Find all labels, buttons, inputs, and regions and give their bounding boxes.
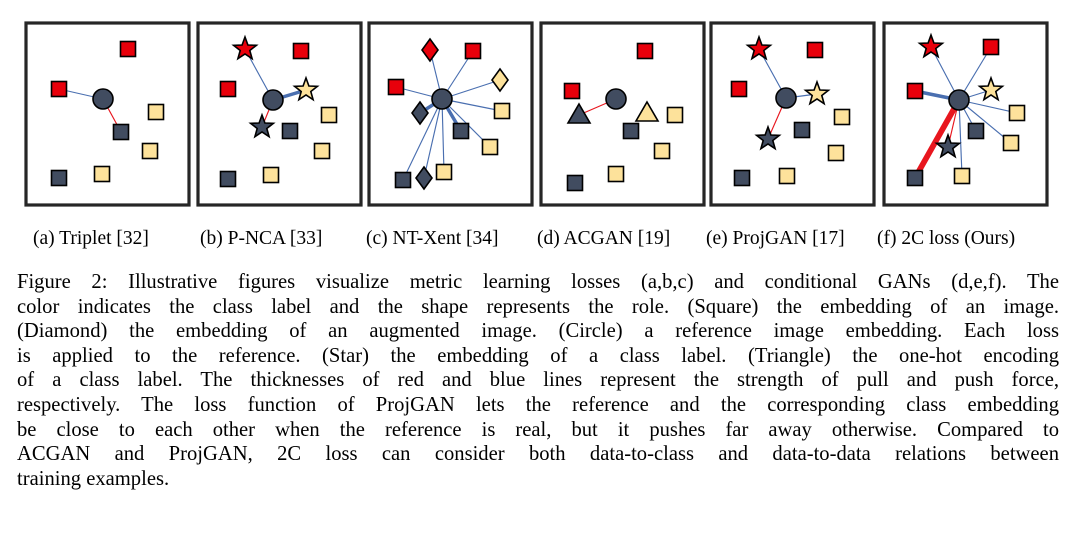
navy-square-marker: [452, 122, 470, 140]
panel-label-f: (f) 2C loss (Ours): [877, 228, 1016, 249]
caption-line: (Diamond) the embedding of an augmented …: [17, 320, 1059, 343]
yellow-square-marker: [607, 165, 625, 183]
yellow-square-marker: [141, 142, 159, 160]
push-line: [423, 98, 443, 179]
navy-square-marker: [394, 171, 412, 189]
panel-b: [196, 21, 363, 207]
push-line: [402, 98, 443, 181]
navy-square-marker: [50, 169, 68, 187]
navy-square-marker: [906, 169, 924, 187]
yellow-square-marker: [481, 138, 499, 156]
panel-f: [882, 21, 1049, 207]
navy-star-marker: [754, 124, 782, 151]
red-square-marker: [563, 82, 581, 100]
caption-line: training examples.: [17, 467, 170, 490]
yellow-star-marker: [803, 79, 831, 106]
yellow-star-marker: [977, 75, 1005, 102]
navy-square-marker: [967, 122, 985, 140]
caption-line: of a class label. The thicknesses of red…: [17, 369, 1059, 392]
yellow-square-marker: [953, 167, 971, 185]
yellow-square-marker: [313, 142, 331, 160]
panel-label-d: (d) ACGAN [19]: [537, 228, 671, 249]
yellow-star-marker: [292, 75, 320, 102]
navy-diamond-marker: [415, 165, 433, 191]
caption-line: respectively. The loss function of ProjG…: [17, 393, 1059, 416]
red-square-marker: [982, 38, 1000, 56]
navy-square-marker: [793, 121, 811, 139]
caption-line: ACGAN and ProjGAN, 2C loss can consider …: [17, 443, 1059, 466]
navy-square-marker: [622, 122, 640, 140]
red-square-marker: [464, 42, 482, 60]
reference-circle-marker: [431, 88, 453, 110]
red-square-marker: [50, 80, 68, 98]
red-square-marker: [806, 41, 824, 59]
reference-circle-marker: [262, 89, 284, 111]
red-square-marker: [219, 80, 237, 98]
panel-label-e: (e) ProjGAN [17]: [706, 228, 845, 249]
yellow-square-marker: [320, 106, 338, 124]
navy-square-marker: [281, 122, 299, 140]
navy-square-marker: [566, 174, 584, 192]
panel-a: [24, 21, 191, 207]
panel-e: [709, 21, 876, 207]
yellow-square-marker: [262, 166, 280, 184]
red-star-marker: [231, 34, 259, 61]
caption-line: color indicates the class label and the …: [17, 295, 1059, 318]
red-star-marker: [745, 34, 773, 61]
red-square-marker: [636, 42, 654, 60]
figure-panels: [24, 21, 1049, 207]
push-line: [441, 98, 445, 173]
navy-star-marker: [934, 132, 962, 159]
red-square-marker: [292, 42, 310, 60]
caption-line: be close to each other when the referenc…: [17, 418, 1059, 441]
red-square-marker: [387, 78, 405, 96]
yellow-square-marker: [93, 165, 111, 183]
yellow-square-marker: [493, 102, 511, 120]
red-square-marker: [906, 82, 924, 100]
push-line: [958, 99, 1012, 144]
yellow-square-marker: [147, 103, 165, 121]
yellow-triangle-marker: [634, 100, 660, 122]
red-square-marker: [730, 80, 748, 98]
reference-circle-marker: [948, 89, 970, 111]
yellow-square-marker: [435, 163, 453, 181]
figure-caption: Figure 2: Illustrative figures visualize…: [17, 270, 1059, 491]
panel-label-c: (c) NT-Xent [34]: [366, 228, 499, 249]
yellow-square-marker: [1002, 134, 1020, 152]
yellow-square-marker: [827, 144, 845, 162]
navy-square-marker: [219, 170, 237, 188]
reference-circle-marker: [775, 87, 797, 109]
panel-d: [539, 21, 706, 207]
caption-line: is applied to the reference. (Star) the …: [17, 344, 1059, 367]
pull-line: [912, 97, 962, 181]
red-square-marker: [119, 40, 137, 58]
yellow-square-marker: [1008, 104, 1026, 122]
yellow-diamond-marker: [491, 67, 509, 93]
push-line: [958, 99, 963, 177]
panel-label-b: (b) P-NCA [33]: [200, 228, 323, 249]
navy-diamond-marker: [411, 100, 429, 126]
yellow-square-marker: [666, 106, 684, 124]
navy-square-marker: [733, 169, 751, 187]
yellow-square-marker: [833, 108, 851, 126]
navy-star-marker: [248, 112, 276, 139]
panel-c: [367, 21, 534, 207]
reference-circle-marker: [605, 88, 627, 110]
red-star-marker: [917, 32, 945, 59]
caption-line: Figure 2: Illustrative figures visualize…: [17, 271, 1059, 293]
red-diamond-marker: [421, 37, 439, 63]
navy-triangle-marker: [566, 102, 592, 124]
navy-square-marker: [112, 123, 130, 141]
yellow-square-marker: [778, 167, 796, 185]
yellow-square-marker: [653, 142, 671, 160]
panel-label-a: (a) Triplet [32]: [33, 228, 149, 249]
reference-circle-marker: [92, 88, 114, 110]
